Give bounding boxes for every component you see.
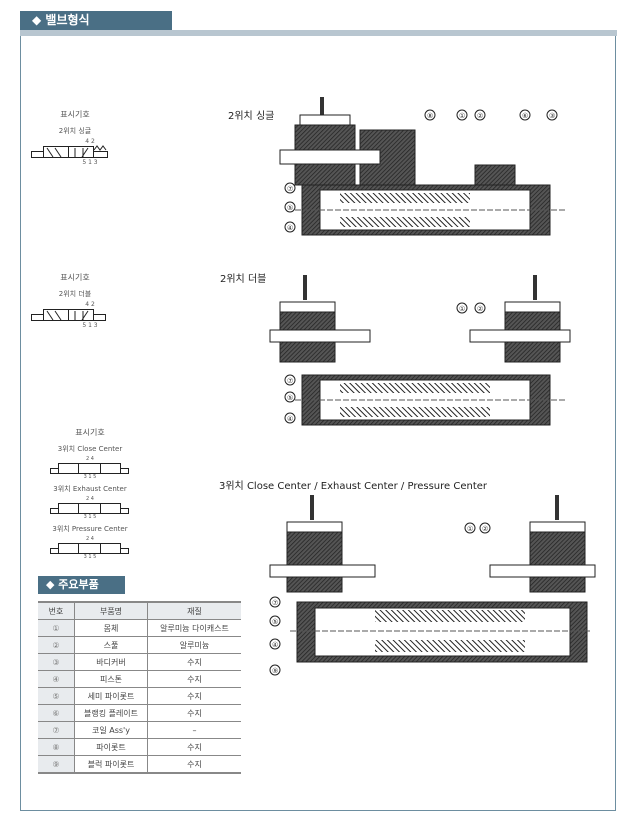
part-material: 수지 bbox=[147, 755, 241, 774]
header-material: 재질 bbox=[147, 602, 241, 620]
symbol-title: 표시기호 bbox=[60, 110, 90, 119]
section-title-main-parts: ◆ 주요부품 bbox=[38, 576, 125, 594]
cross-section-3pos: ① ② ⑦ ⑤ ④ ⑨ bbox=[269, 495, 596, 676]
header-number: 번호 bbox=[38, 602, 75, 620]
symbol-label: 2위치 싱글 bbox=[58, 127, 92, 135]
callout-5: ⑤ bbox=[287, 204, 293, 212]
callout-2: ② bbox=[482, 525, 488, 533]
callout-4: ④ bbox=[287, 224, 293, 232]
symbol-bottom-ports: 5 1 3 bbox=[82, 159, 98, 166]
callout-8: ⑧ bbox=[427, 112, 433, 120]
diagram-title-3pos: 3위치 Close Center / Exhaust Center / Pres… bbox=[219, 481, 488, 492]
part-number: ④ bbox=[38, 670, 75, 688]
part-number: ⑦ bbox=[38, 721, 75, 739]
part-number: ② bbox=[38, 636, 75, 654]
symbol-2pos-single: 표시기호 2위치 싱글 4 2 5 1 3 bbox=[30, 109, 120, 166]
valve-symbol-icon bbox=[31, 309, 106, 321]
part-number: ⑥ bbox=[38, 704, 75, 722]
valve-symbol-icon bbox=[50, 543, 129, 554]
callout-3: ③ bbox=[549, 112, 555, 120]
callout-6: ⑥ bbox=[522, 112, 528, 120]
symbol-top-ports: 4 2 bbox=[85, 301, 95, 308]
valve-symbol-icon bbox=[31, 145, 108, 158]
cross-section-2pos-single: ⑧ ① ② ⑥ ③ ⑦ ⑤ ④ bbox=[279, 97, 565, 236]
section-title-valve-type: ◆ 밸브형식 bbox=[20, 11, 172, 30]
symbol-top-ports: 4 2 bbox=[85, 138, 95, 145]
callout-2: ② bbox=[477, 305, 483, 313]
callout-1: ① bbox=[459, 112, 465, 120]
part-material: 수지 bbox=[147, 653, 241, 671]
part-name: 몸체 bbox=[74, 619, 148, 637]
part-name: 바디커버 bbox=[74, 653, 148, 671]
part-material: 수지 bbox=[147, 670, 241, 688]
diagram-title-2pos-double: 2위치 더블 bbox=[220, 274, 267, 285]
callout-2: ② bbox=[477, 112, 483, 120]
callout-7: ⑦ bbox=[272, 599, 278, 607]
table-header-row: 번호 부품명 재질 bbox=[38, 602, 241, 620]
callout-5: ⑤ bbox=[272, 618, 278, 626]
callout-4: ④ bbox=[272, 641, 278, 649]
symbol-label: 2위치 더블 bbox=[58, 290, 92, 298]
callout-5: ⑤ bbox=[287, 394, 293, 402]
part-material: 알루미늄 bbox=[147, 636, 241, 654]
cross-section-2pos-double: ① ② ⑦ ⑤ ④ bbox=[269, 275, 571, 426]
part-material: 수지 bbox=[147, 687, 241, 705]
part-number: ③ bbox=[38, 653, 75, 671]
symbol-3pos: 표시기호 3위치 Close Center 2 4 3 1 5 3위치 Exha… bbox=[40, 427, 140, 560]
symbol-title: 표시기호 bbox=[60, 273, 90, 282]
part-number: ⑨ bbox=[38, 755, 75, 774]
part-name: 블랭킹 플레이트 bbox=[74, 704, 148, 722]
part-name: 파이롯트 bbox=[74, 738, 148, 756]
part-material: 수지 bbox=[147, 738, 241, 756]
callout-7: ⑦ bbox=[287, 377, 293, 385]
symbol-variant-exhaust-center: 3위치 Exhaust Center 2 4 3 1 5 bbox=[40, 484, 140, 520]
part-name: 피스톤 bbox=[74, 670, 148, 688]
part-number: ⑧ bbox=[38, 738, 75, 756]
part-name: 스풀 bbox=[74, 636, 148, 654]
part-material: – bbox=[147, 721, 241, 739]
callout-1: ① bbox=[467, 525, 473, 533]
part-number: ① bbox=[38, 619, 75, 637]
symbol-2pos-double: 표시기호 2위치 더블 4 2 5 1 3 bbox=[30, 272, 120, 329]
symbol-variant-pressure-center: 3위치 Pressure Center 2 4 3 1 5 bbox=[40, 524, 140, 560]
valve-symbol-icon bbox=[50, 503, 129, 514]
symbol-variant-close-center: 3위치 Close Center 2 4 3 1 5 bbox=[40, 444, 140, 480]
header-part-name: 부품명 bbox=[74, 602, 148, 620]
part-name: 코일 Ass'y bbox=[74, 721, 148, 739]
part-material: 알루미늄 다이캐스트 bbox=[147, 619, 241, 637]
part-name: 블럭 파이롯트 bbox=[74, 755, 148, 774]
symbol-bottom-ports: 5 1 3 bbox=[82, 322, 98, 329]
symbol-title: 표시기호 bbox=[75, 428, 105, 437]
part-material: 수지 bbox=[147, 704, 241, 722]
part-name: 세미 파이롯트 bbox=[74, 687, 148, 705]
diagram-title-2pos-single: 2위치 싱글 bbox=[228, 111, 275, 122]
content-frame bbox=[20, 36, 616, 811]
callout-1: ① bbox=[459, 305, 465, 313]
valve-symbol-icon bbox=[50, 463, 129, 474]
callout-4: ④ bbox=[287, 415, 293, 423]
header-bar bbox=[20, 30, 617, 36]
part-number: ⑤ bbox=[38, 687, 75, 705]
callout-9: ⑨ bbox=[272, 667, 278, 675]
callout-7: ⑦ bbox=[287, 185, 293, 193]
